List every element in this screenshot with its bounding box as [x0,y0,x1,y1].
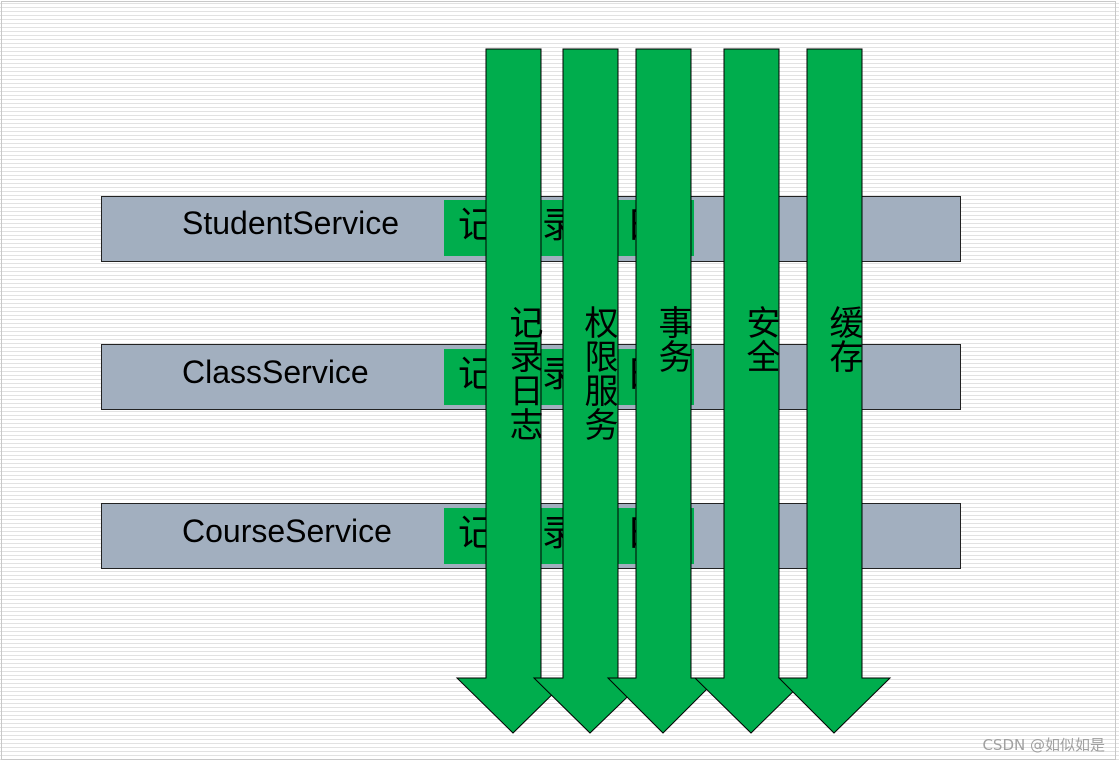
arrow-label-permission: 权限服务 [578,305,618,441]
arrow-label-transaction: 事务 [652,305,692,373]
arrow-label-logging: 记录日志 [503,305,543,441]
arrow-label-security: 安全 [740,305,780,373]
course-service-label: CourseService [182,513,392,549]
student-service-label: StudentService [182,205,400,241]
arrow-transaction [606,48,720,734]
class-service-label: ClassService [182,354,369,390]
arrow-label-cache: 缓存 [823,305,863,373]
arrow-permission [532,48,649,734]
watermark: CSDN @如似如是 [982,736,1105,754]
arrow-logging [455,48,571,734]
arrow-cache [777,48,892,734]
arrow-security [693,48,809,734]
